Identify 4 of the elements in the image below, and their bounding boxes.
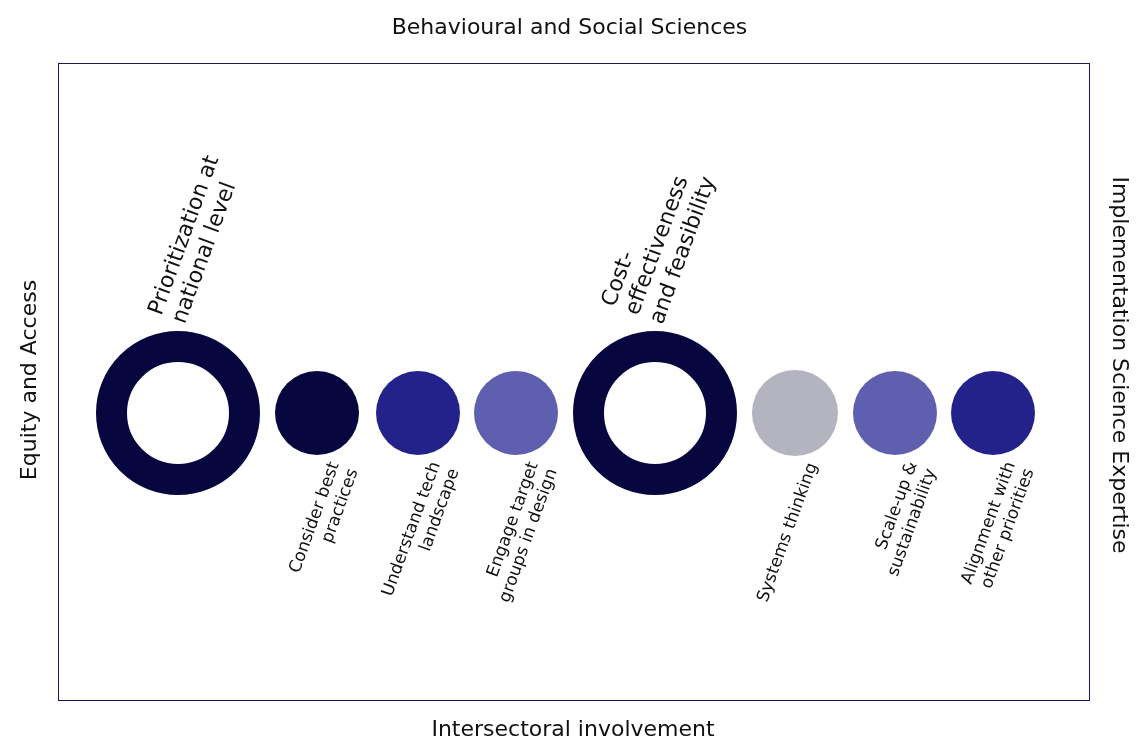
axis-label: Equity and Access [15, 279, 41, 481]
axis-label: Intersectoral involvement [430, 716, 716, 741]
axis-label: Implementation Science Expertise [1107, 176, 1133, 554]
axis-label: Behavioural and Social Sciences [390, 14, 749, 39]
